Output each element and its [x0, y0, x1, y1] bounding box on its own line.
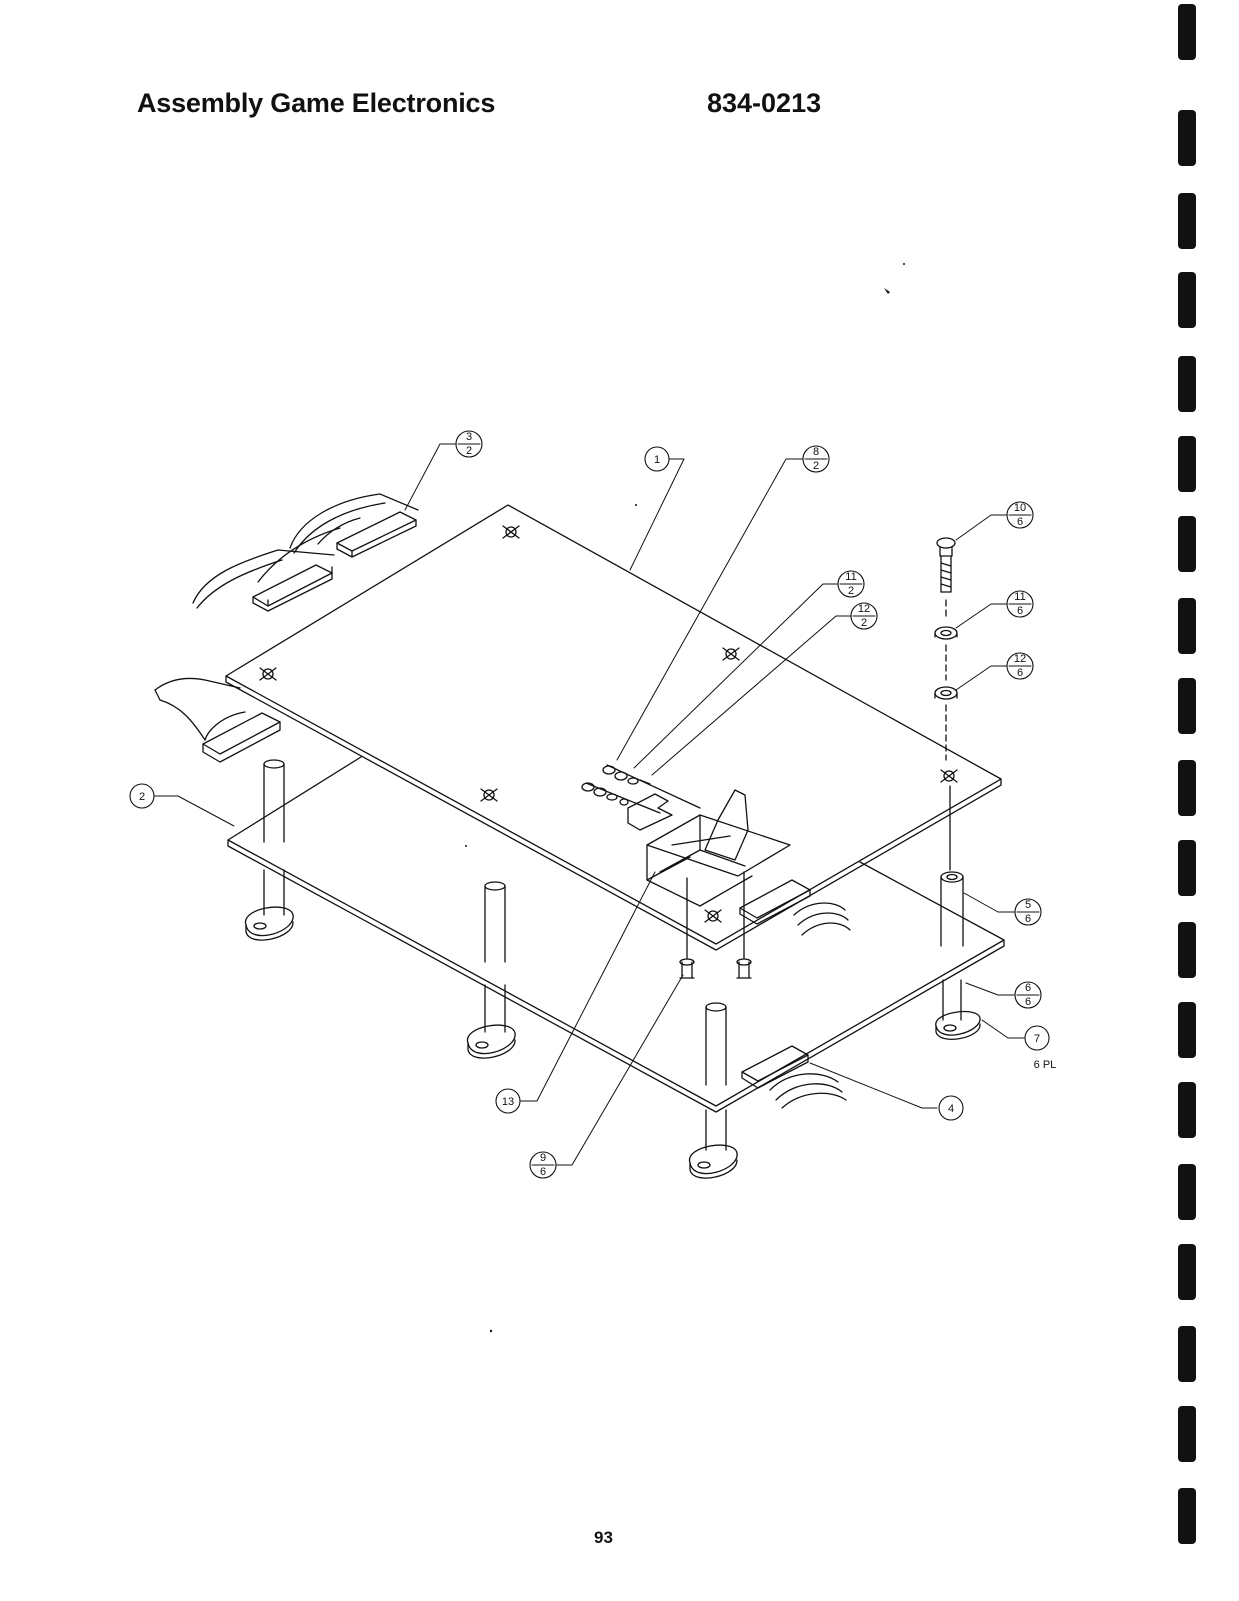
standoffs [263, 759, 964, 1086]
binding-slot-icon [1178, 4, 1196, 60]
binding-strip [1178, 0, 1200, 1601]
binding-slot-icon [1178, 1082, 1196, 1138]
binding-slot-icon [1178, 1244, 1196, 1300]
svg-text:6: 6 [1025, 982, 1031, 994]
callout-c12b: 126 [1006, 652, 1034, 680]
hardware-stack [934, 537, 958, 871]
svg-text:9: 9 [540, 1152, 546, 1164]
part-number: 834-0213 [707, 88, 822, 118]
svg-text:6: 6 [1025, 913, 1031, 925]
svg-text:6 PL: 6 PL [1034, 1059, 1057, 1071]
callout-c7: 7 6 PL [1024, 1025, 1057, 1071]
binding-slot-icon [1178, 922, 1196, 978]
callout-c11b: 116 [1006, 590, 1034, 618]
callout-c9: 96 [529, 1151, 557, 1179]
svg-text:12: 12 [1014, 653, 1026, 665]
binding-slot-icon [1178, 678, 1196, 734]
binding-slot-icon [1178, 193, 1196, 249]
svg-text:2: 2 [848, 585, 854, 597]
svg-text:6: 6 [1017, 667, 1023, 679]
upper-circuit-board [225, 504, 1002, 951]
binding-slot-icon [1178, 760, 1196, 816]
binding-slot-icon [1178, 110, 1196, 166]
svg-text:2: 2 [813, 460, 819, 472]
ribbon-cable-upper [192, 493, 419, 612]
callout-c10: 106 [1006, 501, 1034, 529]
svg-text:11: 11 [1014, 591, 1025, 603]
callout-c13: 13 [495, 1088, 521, 1114]
svg-text:3: 3 [466, 431, 472, 443]
binding-slot-icon [1178, 272, 1196, 328]
binding-slot-icon [1178, 1326, 1196, 1382]
connector-upper [739, 879, 851, 936]
connector-lower [741, 1045, 847, 1109]
svg-text:7: 7 [1034, 1033, 1040, 1045]
binding-slot-icon [1178, 1164, 1196, 1220]
rubber-feet [245, 906, 981, 1179]
page-number: 93 [594, 1528, 613, 1547]
svg-text:2: 2 [466, 445, 472, 457]
lower-circuit-board [227, 756, 1005, 1113]
svg-text:6: 6 [1017, 605, 1023, 617]
binding-slot-icon [1178, 356, 1196, 412]
callout-c3: 32 [455, 430, 483, 458]
svg-text:1: 1 [654, 454, 660, 466]
svg-text:10: 10 [1014, 502, 1026, 514]
binding-slot-icon [1178, 516, 1196, 572]
callout-c4: 4 [938, 1095, 964, 1121]
svg-text:12: 12 [858, 603, 870, 615]
svg-text:13: 13 [502, 1096, 514, 1108]
callout-c6: 66 [1014, 981, 1042, 1009]
svg-text:6: 6 [540, 1166, 546, 1178]
svg-text:4: 4 [948, 1103, 954, 1115]
callout-c2: 2 [129, 783, 155, 809]
callout-c5: 56 [1014, 898, 1042, 926]
callout-c11a: 112 [837, 570, 865, 598]
scan-specks [465, 263, 905, 1333]
svg-text:11: 11 [845, 571, 856, 583]
binding-slot-icon [1178, 598, 1196, 654]
mounting-hole-mark [259, 525, 958, 923]
binding-slot-icon [1178, 436, 1196, 492]
bottom-screws [679, 871, 752, 979]
ribbon-cable-lower [154, 677, 281, 763]
svg-text:5: 5 [1025, 899, 1031, 911]
svg-text:6: 6 [1025, 996, 1031, 1008]
bracket-assembly [581, 764, 791, 907]
svg-text:6: 6 [1017, 516, 1023, 528]
callout-c1: 1 [644, 446, 670, 472]
svg-text:2: 2 [139, 791, 145, 803]
callout-c8: 82 [802, 445, 830, 473]
binding-slot-icon [1178, 1488, 1196, 1544]
standoff-legs [263, 869, 962, 1151]
svg-text:8: 8 [813, 446, 819, 458]
binding-slot-icon [1178, 840, 1196, 896]
binding-slot-icon [1178, 1002, 1196, 1058]
binding-slot-icon [1178, 1406, 1196, 1462]
callout-balloons: 1 2 32 4 56 66 76 PL 82 96 106 112 116 1… [129, 430, 1057, 1179]
callout-c12a: 122 [850, 602, 878, 630]
page-title: Assembly Game Electronics [137, 88, 496, 118]
svg-text:2: 2 [861, 617, 867, 629]
leader-lines [154, 443, 1025, 1166]
